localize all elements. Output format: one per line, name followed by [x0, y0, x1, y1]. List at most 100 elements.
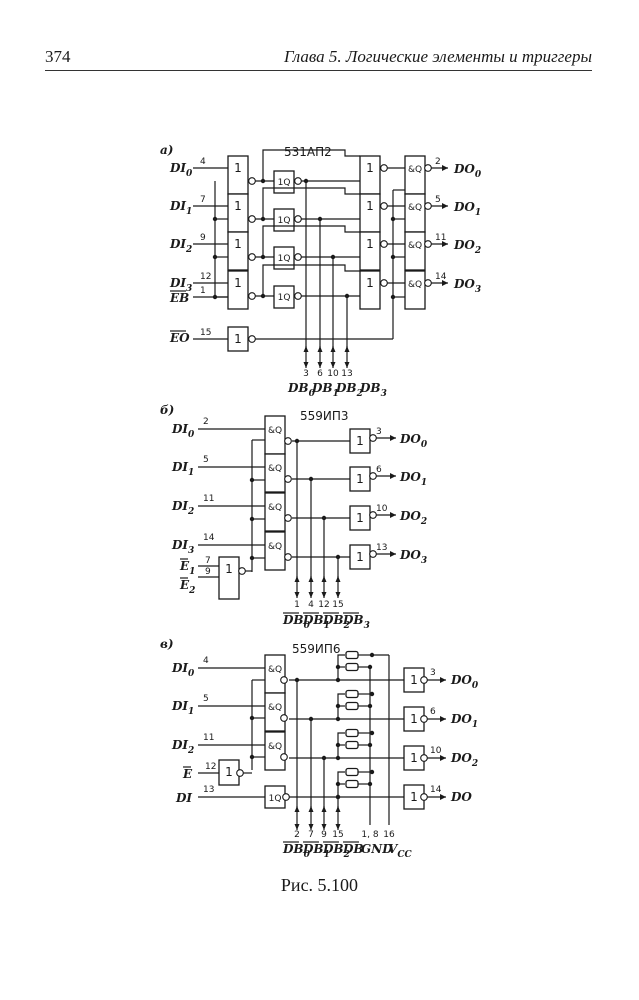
- arrow-down-icon: [294, 592, 300, 598]
- or-gate: [349, 466, 371, 492]
- bus-label: DB0: [287, 381, 316, 399]
- resistor: [345, 767, 359, 777]
- gate-symbol: &Q: [268, 426, 282, 436]
- arrow-up-icon: [321, 576, 327, 582]
- gate-symbol: &Q: [268, 464, 282, 474]
- arrow-right-icon: [442, 280, 448, 286]
- gate-symbol: 1: [234, 199, 242, 213]
- arrow-down-icon: [344, 362, 350, 368]
- resistor: [345, 779, 359, 789]
- inversion-bubble: [248, 292, 256, 300]
- figure-caption: Рис. 5.100: [280, 875, 359, 895]
- arrow-right-icon: [390, 512, 396, 518]
- gate-symbol: 1: [410, 790, 418, 804]
- gate-symbol: 1: [410, 673, 418, 687]
- inversion-bubble: [280, 714, 288, 722]
- enable-label: E2: [179, 578, 195, 596]
- input-label-di0: DI0: [171, 422, 195, 440]
- gate-symbol: 1: [234, 276, 242, 290]
- inversion-bubble: [380, 279, 388, 287]
- gnd-label: GND: [361, 842, 393, 856]
- arrow-up-icon: [294, 576, 300, 582]
- pin-number: 4: [203, 656, 209, 666]
- bus-label: DB2: [322, 842, 350, 860]
- gate-symbol: 1: [225, 562, 233, 576]
- gate-symbol: 1: [366, 161, 374, 175]
- arrow-up-icon: [330, 346, 336, 352]
- inversion-bubble: [248, 335, 256, 343]
- bus-label: DB: [342, 842, 364, 856]
- bus-pin-number: 6: [317, 369, 323, 379]
- bus-pin-number: 15: [332, 600, 343, 610]
- gate-symbol: &Q: [268, 503, 282, 513]
- bus-label: DB1: [302, 842, 330, 860]
- arrow-down-icon: [321, 824, 327, 830]
- bus-pin-number: 10: [327, 369, 339, 379]
- junction-dot: [369, 769, 375, 775]
- pin-number: 5: [435, 195, 441, 205]
- arrow-down-icon: [335, 592, 341, 598]
- vcc-pin-number: 16: [383, 830, 395, 840]
- gate-symbol: 1Q: [278, 178, 291, 188]
- pin-number: 4: [200, 157, 206, 167]
- pin-number: 10: [376, 504, 388, 514]
- inversion-bubble: [280, 676, 288, 684]
- output-label-do2: DO2: [399, 509, 427, 527]
- inversion-bubble: [284, 553, 292, 561]
- output-label-do0: DO0: [399, 432, 428, 450]
- vcc-label: VCC: [388, 842, 412, 860]
- arrow-up-icon: [335, 806, 341, 812]
- and-gate: [404, 155, 426, 195]
- inversion-bubble: [420, 754, 428, 762]
- arrow-right-icon: [440, 716, 446, 722]
- arrow-right-icon: [390, 473, 396, 479]
- inversion-bubble: [294, 177, 302, 185]
- and-gate: [264, 492, 286, 532]
- pin-number: 5: [203, 694, 209, 704]
- resistor: [345, 728, 359, 738]
- pin-number: 10: [430, 746, 442, 756]
- or-gate: [359, 270, 381, 310]
- arrow-up-icon: [308, 806, 314, 812]
- output-label-do3: DO3: [453, 277, 481, 295]
- gate-symbol: 1Q: [278, 293, 291, 303]
- pin-number: 12: [205, 762, 216, 772]
- bus-label: DB2: [322, 613, 350, 631]
- inversion-bubble: [284, 514, 292, 522]
- panel-tag: а): [160, 143, 173, 157]
- pin-number: 13: [203, 785, 214, 795]
- input-label-di1: DI1: [171, 460, 194, 478]
- input-label-di3: DI: [175, 791, 192, 805]
- inversion-bubble: [294, 215, 302, 223]
- arrow-right-icon: [442, 203, 448, 209]
- wire: [262, 225, 360, 257]
- page-number: 374: [45, 47, 71, 66]
- and-gate: [264, 453, 286, 493]
- pin-number: 1: [200, 286, 206, 296]
- junction-dot: [369, 691, 375, 697]
- output-label-do1: DO1: [450, 712, 478, 730]
- wire: [337, 732, 345, 758]
- pin-number: 15: [200, 328, 211, 338]
- gate-symbol: &Q: [268, 742, 282, 752]
- arrow-right-icon: [440, 677, 446, 683]
- pin-number: 14: [435, 272, 447, 282]
- inversion-bubble: [236, 769, 244, 777]
- arrow-up-icon: [294, 806, 300, 812]
- inversion-bubble: [424, 279, 432, 287]
- arrow-up-icon: [321, 806, 327, 812]
- inversion-bubble: [294, 253, 302, 261]
- gate-symbol: &Q: [268, 665, 282, 675]
- inversion-bubble: [294, 292, 302, 300]
- output-label-do3: DO3: [399, 548, 427, 566]
- or-gate: [349, 428, 371, 454]
- wire: [337, 654, 345, 680]
- input-label-di1: DI1: [169, 199, 192, 217]
- arrow-up-icon: [317, 346, 323, 352]
- wire: [337, 693, 345, 719]
- enable-label: E: [182, 767, 193, 781]
- bus-pin-number: 15: [332, 830, 343, 840]
- input-label-di2: DI2: [169, 237, 192, 255]
- pin-number: 6: [376, 465, 382, 475]
